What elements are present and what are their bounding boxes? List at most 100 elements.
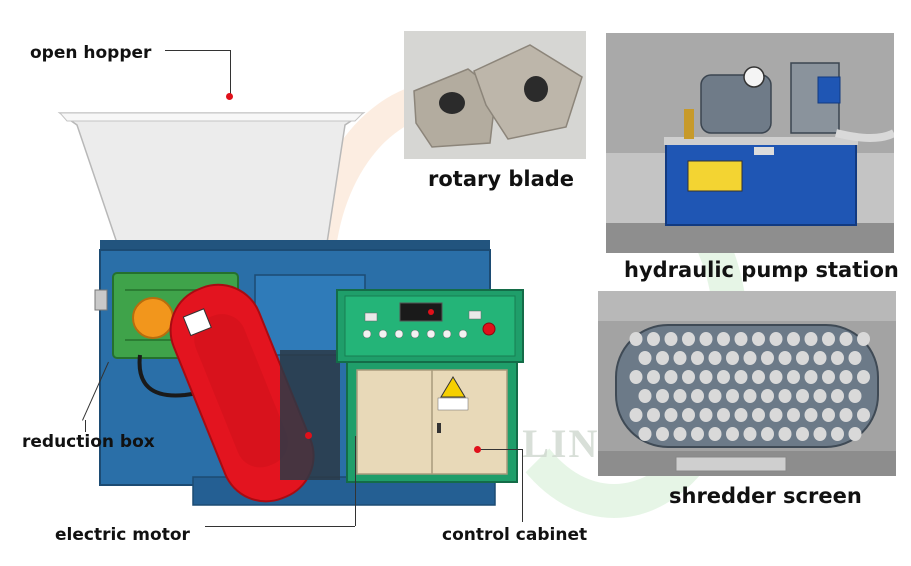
screen-hole	[717, 332, 730, 346]
screen-hole	[708, 351, 722, 365]
screen-hole	[822, 408, 835, 422]
screen-hole	[691, 351, 704, 365]
emergency-stop-icon	[482, 322, 496, 336]
screen-hole	[734, 370, 748, 384]
photo-hydraulic-pump-station	[606, 33, 894, 253]
screen-hole	[734, 408, 748, 422]
label-rotary-blade: rotary blade	[428, 167, 575, 191]
screen-hole	[699, 370, 713, 384]
screen-hole	[638, 389, 652, 403]
screen-hole	[848, 427, 862, 441]
photo-rotary-blade	[404, 31, 586, 159]
screen-hole	[752, 332, 765, 346]
screen-hole	[796, 389, 809, 403]
screen-hole	[848, 351, 862, 365]
screen-hole	[831, 351, 844, 365]
label-open-hopper: open hopper	[30, 43, 152, 63]
screen-hole	[813, 427, 827, 441]
screen-hole	[743, 427, 757, 441]
screen-hole	[769, 408, 783, 422]
label-control-cabinet: control cabinet	[442, 525, 588, 545]
screen-hole	[804, 370, 818, 384]
screen-hole	[638, 351, 652, 365]
screen-hole	[796, 351, 809, 365]
screen-hole	[787, 408, 800, 422]
screen-hole	[638, 427, 652, 441]
leader-line-control-cabinet	[522, 450, 523, 522]
screen-hole	[761, 389, 774, 403]
label-hydraulic-pump-station: hydraulic pump station	[624, 258, 899, 282]
pressure-gauge-icon	[743, 66, 765, 88]
screen-hole	[839, 408, 853, 422]
screen-hole	[673, 351, 687, 365]
screen-hole	[629, 408, 643, 422]
screen-hole	[664, 408, 678, 422]
screen-hole	[761, 427, 774, 441]
screen-hole	[647, 332, 660, 346]
screen-hole	[743, 351, 757, 365]
screen-hole	[629, 332, 643, 346]
leader-line-hopper	[165, 50, 231, 51]
screen-hole	[734, 332, 748, 346]
screen-hole	[656, 389, 669, 403]
screen-hole	[839, 370, 853, 384]
screen-hole	[691, 427, 704, 441]
screen-hole	[673, 427, 687, 441]
screen-hole	[761, 351, 774, 365]
leader-line-reduction-box	[85, 420, 86, 432]
warning-triangle-icon	[440, 376, 466, 398]
screen-hole	[848, 389, 862, 403]
screen-hole	[699, 408, 713, 422]
screen-hole	[717, 408, 730, 422]
screen-hole	[647, 408, 660, 422]
screen-hole	[726, 389, 739, 403]
screen-hole	[822, 370, 835, 384]
screen-hole	[682, 408, 695, 422]
screen-hole	[664, 332, 678, 346]
callout-dot-cabinet	[474, 446, 481, 453]
screen-hole	[673, 389, 687, 403]
screen-hole	[647, 370, 660, 384]
screen-hole	[752, 370, 765, 384]
screen-hole	[787, 370, 800, 384]
screen-hole	[778, 427, 792, 441]
screen-hole	[857, 408, 870, 422]
photo-shredder-screen	[598, 291, 896, 476]
motor-belt-guard	[169, 283, 315, 503]
screen-hole	[629, 370, 643, 384]
screen-hole	[708, 427, 722, 441]
label-shredder-screen: shredder screen	[669, 484, 862, 508]
screen-hole	[682, 370, 695, 384]
screen-hole	[699, 332, 713, 346]
screen-hole	[804, 408, 818, 422]
screen-hole	[813, 389, 827, 403]
screen-hole	[769, 332, 783, 346]
label-electric-motor: electric motor	[55, 525, 190, 545]
screen-hole	[778, 389, 792, 403]
screen-hole	[769, 370, 783, 384]
callout-dot-motor	[305, 432, 312, 439]
screen-hole	[664, 370, 678, 384]
screen-hole	[691, 389, 704, 403]
screen-hole	[857, 332, 870, 346]
screen-hole	[831, 427, 844, 441]
screen-hole	[752, 408, 765, 422]
shredder-machine	[57, 112, 524, 506]
screen-hole	[682, 332, 695, 346]
screen-hole	[804, 332, 818, 346]
screen-hole	[656, 351, 669, 365]
screen-hole	[656, 427, 669, 441]
screen-hole	[717, 370, 730, 384]
screen-hole	[726, 427, 739, 441]
screen-hole	[831, 389, 844, 403]
label-reduction-box: reduction box	[22, 432, 155, 452]
screen-hole	[813, 351, 827, 365]
screen-hole	[822, 332, 835, 346]
screen-hole	[839, 332, 853, 346]
screen-hole	[796, 427, 809, 441]
screen-hole	[857, 370, 870, 384]
screen-hole	[787, 332, 800, 346]
screen-hole	[778, 351, 792, 365]
leader-line-electric-motor	[205, 526, 355, 527]
